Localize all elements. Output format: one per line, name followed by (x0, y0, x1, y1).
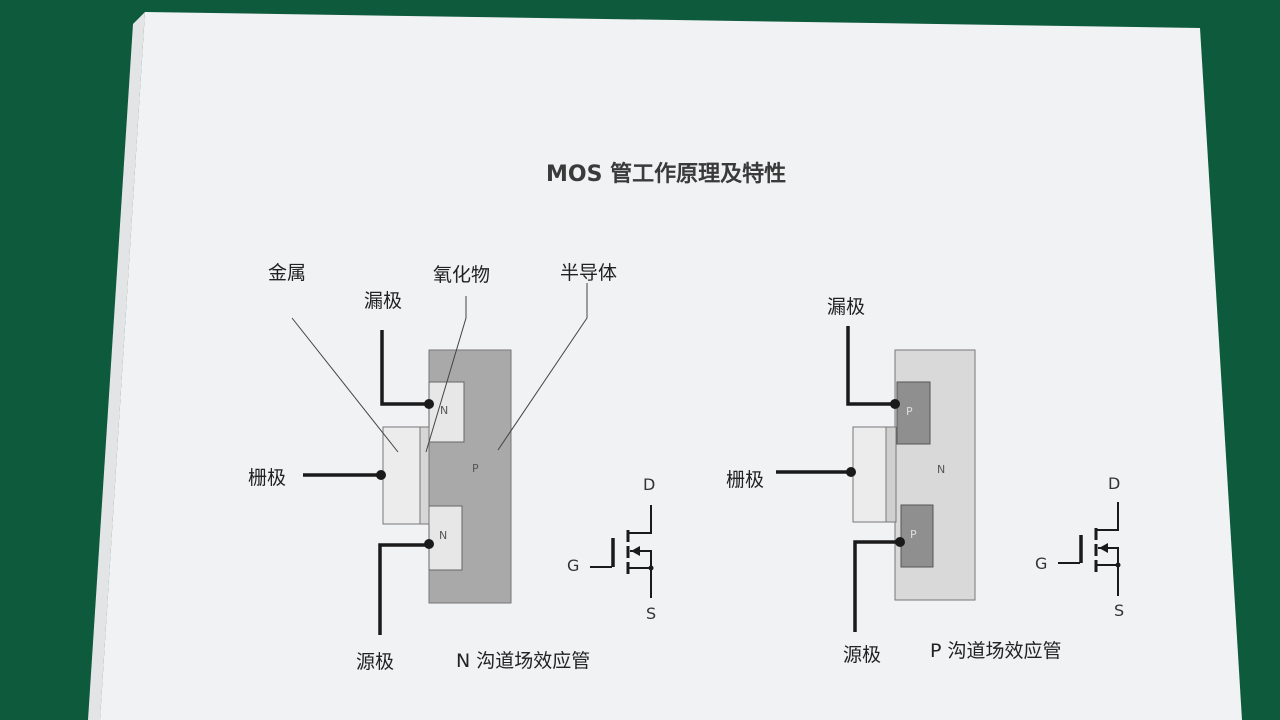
p-source-lead (853, 540, 901, 632)
metal-pointer (291, 317, 399, 453)
n-gate-metal (382, 426, 421, 525)
paper-background (100, 12, 1242, 720)
oxide-pointer (425, 296, 467, 453)
n-mosfet-symbol (590, 505, 654, 598)
n-gate-contact (376, 470, 386, 480)
p-channel-diagram (776, 326, 976, 632)
n-sym-junction (648, 565, 654, 571)
oxide-label: 氧化物 (433, 264, 491, 286)
p-source-label: 源极 (843, 644, 882, 666)
p-source-region-label: P (910, 528, 917, 541)
p-symbol-g: G (1035, 554, 1048, 573)
n-symbol-g: G (567, 556, 580, 575)
n-channel-caption: N 沟道场效应管 (456, 650, 591, 672)
metal-label: 金属 (268, 262, 307, 284)
p-oxide-layer (885, 426, 897, 523)
p-sym-junction (1115, 562, 1121, 568)
p-gate-label: 栅极 (726, 469, 765, 491)
p-gate-metal (852, 426, 887, 523)
p-source-contact (895, 537, 905, 547)
n-drain-label: 漏极 (364, 290, 403, 312)
n-symbol-s: S (646, 604, 657, 623)
n-sym-drain (628, 505, 652, 534)
p-symbol-d: D (1108, 474, 1121, 493)
p-drain-region-label: P (906, 405, 913, 418)
p-sym-arrow (1099, 543, 1108, 553)
n-source-region-label: N (439, 529, 448, 542)
n-channel-diagram (291, 283, 588, 635)
n-drain-contact (424, 399, 434, 409)
n-source-contact (424, 539, 434, 549)
p-source-region (900, 504, 934, 568)
paper-shadow-edge (88, 12, 145, 720)
n-source-lead (378, 543, 429, 635)
n-source-label: 源极 (356, 651, 395, 673)
semiconductor-pointer (497, 283, 588, 451)
p-substrate-label: N (937, 463, 946, 476)
p-drain-region (896, 381, 931, 445)
semiconductor-label: 半导体 (560, 262, 618, 284)
p-mosfet-symbol (1058, 502, 1121, 596)
p-gate-contact (846, 467, 856, 477)
n-drain-lead (380, 330, 429, 406)
n-sym-arrow (631, 546, 640, 556)
n-drain-region (428, 381, 465, 443)
n-source-region (428, 505, 463, 571)
p-sym-drain (1096, 502, 1119, 531)
page-title: MOS 管工作原理及特性 (546, 162, 787, 187)
p-drain-label: 漏极 (827, 296, 866, 318)
p-drain-contact (890, 399, 900, 409)
p-drain-lead (846, 326, 896, 406)
n-oxide-layer (419, 426, 430, 525)
n-substrate-label: P (472, 462, 479, 475)
n-gate-label: 栅极 (248, 467, 287, 489)
p-channel-caption: P 沟道场效应管 (930, 640, 1062, 662)
p-symbol-s: S (1114, 601, 1125, 620)
n-symbol-d: D (643, 475, 656, 494)
n-drain-region-label: N (440, 404, 449, 417)
